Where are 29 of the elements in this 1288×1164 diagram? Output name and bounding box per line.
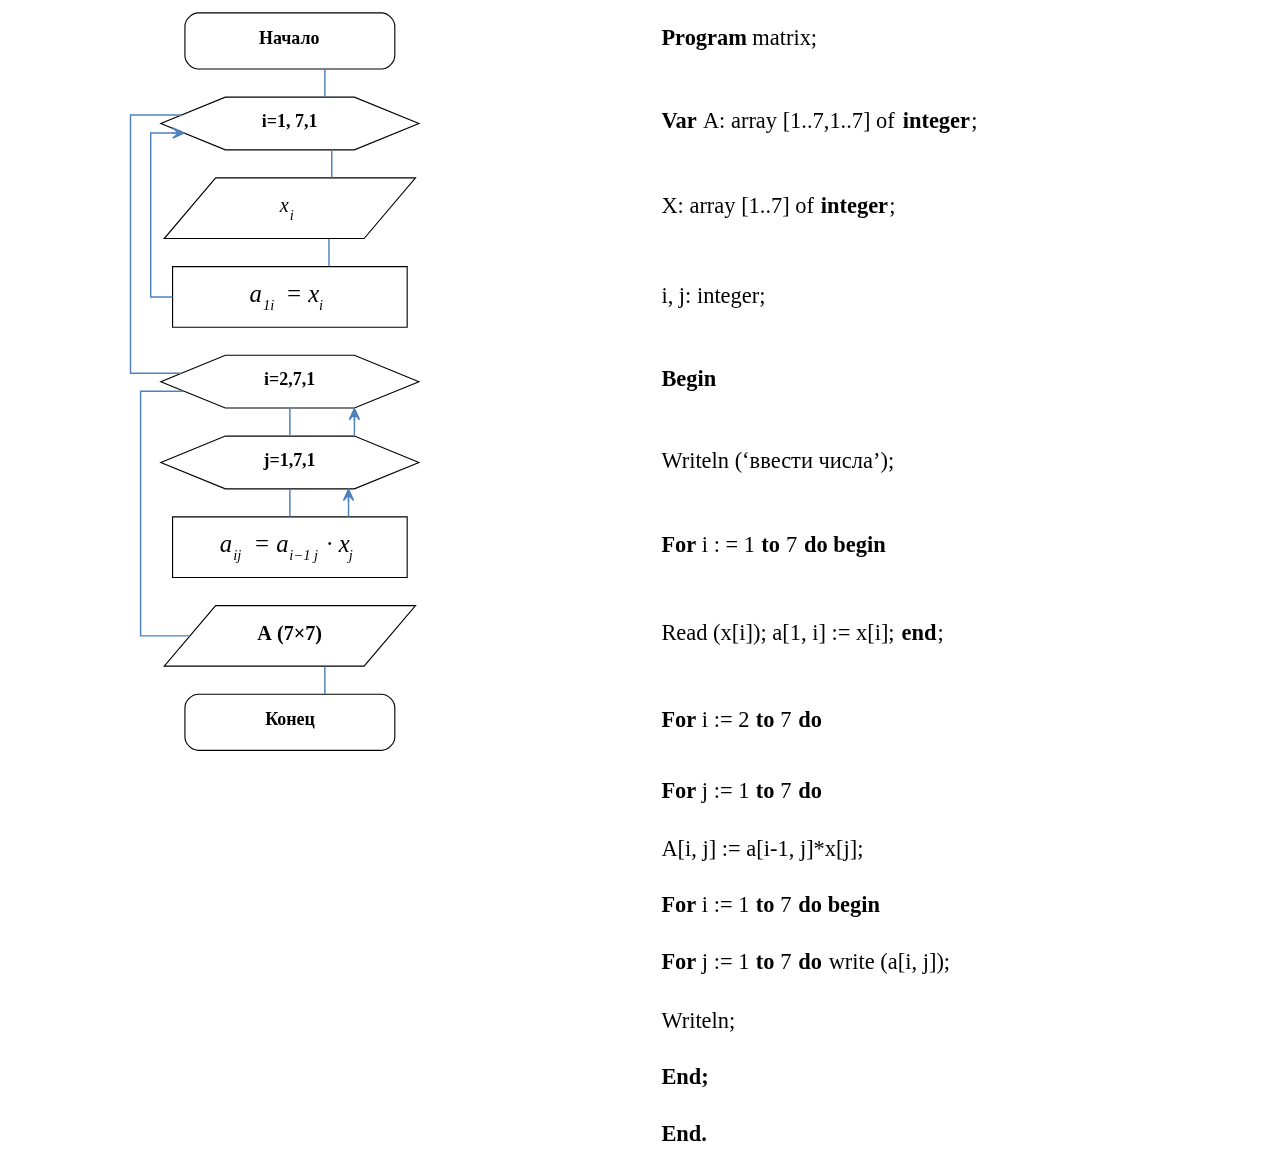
connector	[331, 149, 333, 179]
label: End.	[661, 1120, 707, 1146]
connector	[129, 114, 183, 374]
label: For j := 1 to 7 do	[661, 777, 823, 803]
label: Read (x[i]); a[1, i] := x[i]; end;	[661, 620, 944, 646]
node-box: Начало	[184, 12, 396, 70]
label: For i := 2 to 7 do	[661, 706, 823, 732]
label: Begin	[661, 366, 717, 392]
label: Writeln;	[661, 1007, 736, 1033]
label: Var A: array [1..7,1..7] of integer;	[661, 107, 978, 133]
node-box: a$_{ij}$ = a$_{i−1 j}$ · x$_{j}$	[172, 516, 408, 579]
node-box: a$_{1i}$ = x$_{i}$	[172, 266, 408, 328]
label: X: array [1..7] of integer;	[661, 192, 896, 218]
connector	[139, 390, 191, 637]
label: A[i, j] := a[i-1, j]*x[j];	[661, 835, 864, 861]
connector	[324, 68, 326, 98]
connector	[289, 488, 291, 518]
label: For i : = 1 to 7 do begin	[661, 531, 886, 557]
arrow	[149, 127, 185, 298]
connector	[324, 665, 326, 695]
connector	[328, 238, 330, 268]
node-box: Конец	[184, 693, 396, 751]
label: Writeln (‘ввести числа’);	[661, 448, 895, 474]
label: Program matrix;	[661, 25, 818, 51]
label: For j := 1 to 7 do write (a[i, j]);	[661, 949, 951, 975]
label: i, j: integer;	[661, 282, 766, 308]
label: For i := 1 to 7 do begin	[661, 891, 881, 917]
label: End;	[661, 1063, 709, 1089]
connector	[289, 407, 291, 437]
